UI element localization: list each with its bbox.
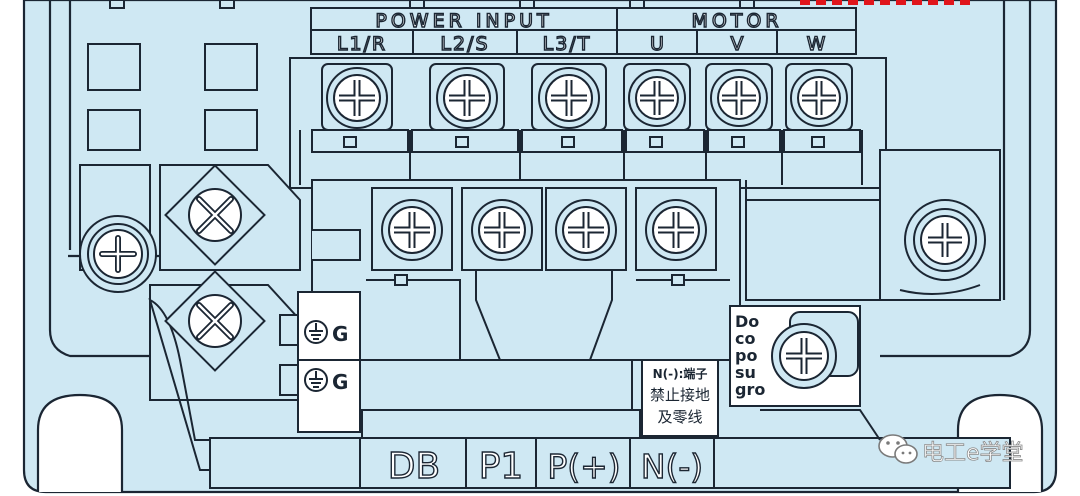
right-ground-screw — [899, 199, 986, 295]
warning-dashes — [800, 0, 970, 5]
warning-screw — [760, 311, 881, 441]
upper-screws — [321, 63, 853, 131]
left-x-screw-lower — [164, 270, 266, 372]
screw-l2s — [429, 63, 505, 131]
screw-l3t — [531, 63, 607, 131]
ground-symbol-lower — [304, 368, 328, 392]
ground-symbol-upper — [304, 320, 328, 344]
n-warning-line1: N(-):端子 — [653, 366, 708, 381]
screw-w — [785, 63, 853, 131]
terminal-label-u: U — [650, 33, 664, 55]
lower-screws — [381, 199, 707, 261]
wechat-icon — [878, 434, 918, 464]
terminal-label-l3t: L3/T — [543, 33, 592, 55]
ground-panel — [279, 291, 361, 433]
ground-label-upper: G — [332, 322, 348, 346]
mount-slot-left — [36, 393, 124, 492]
bottom-label-p-plus: P(+) — [547, 447, 620, 486]
screw-p1 — [471, 199, 533, 261]
bottom-label-db: DB — [388, 446, 440, 487]
terminal-label-l2s: L2/S — [440, 33, 489, 55]
terminal-label-w: W — [807, 33, 826, 55]
watermark: 电工e学堂 — [878, 434, 1024, 466]
do-warning-line3: po — [735, 346, 757, 365]
header-labels: POWER INPUT MOTOR L1/R L2/S L3/T U V W — [336, 9, 826, 55]
do-warning-line2: co — [735, 329, 755, 348]
do-warning-line4: su — [735, 363, 756, 382]
screw-n-minus — [645, 199, 707, 261]
screw-u — [623, 63, 691, 131]
screw-p-plus — [555, 199, 617, 261]
do-warning-line5: gro — [735, 380, 765, 399]
n-warning-box: N(-):端子 禁止接地 及零线 — [641, 359, 719, 437]
watermark-text: 电工e学堂 — [922, 441, 1024, 466]
terminal-label-v: V — [731, 33, 744, 55]
bottom-label-n-minus: N(-) — [641, 447, 703, 486]
motor-title: MOTOR — [691, 10, 782, 32]
housing-inner-wall — [48, 0, 1032, 358]
n-warning-line2: 禁止接地 — [650, 386, 710, 404]
bottom-label-bar — [209, 437, 1011, 489]
screw-l1r — [321, 63, 393, 131]
screw-v — [705, 63, 773, 131]
do-warning-line1: Do — [735, 312, 759, 331]
left-ground-screw — [79, 215, 157, 293]
bottom-label-p1: P1 — [479, 446, 524, 487]
ground-label-lower: G — [332, 370, 348, 394]
terminal-label-l1r: L1/R — [337, 33, 387, 55]
header-strip — [310, 7, 857, 55]
screw-db — [381, 199, 443, 261]
left-x-screw-upper — [164, 164, 266, 266]
n-warning-line3: 及零线 — [657, 408, 702, 426]
power-input-title: POWER INPUT — [375, 10, 552, 32]
